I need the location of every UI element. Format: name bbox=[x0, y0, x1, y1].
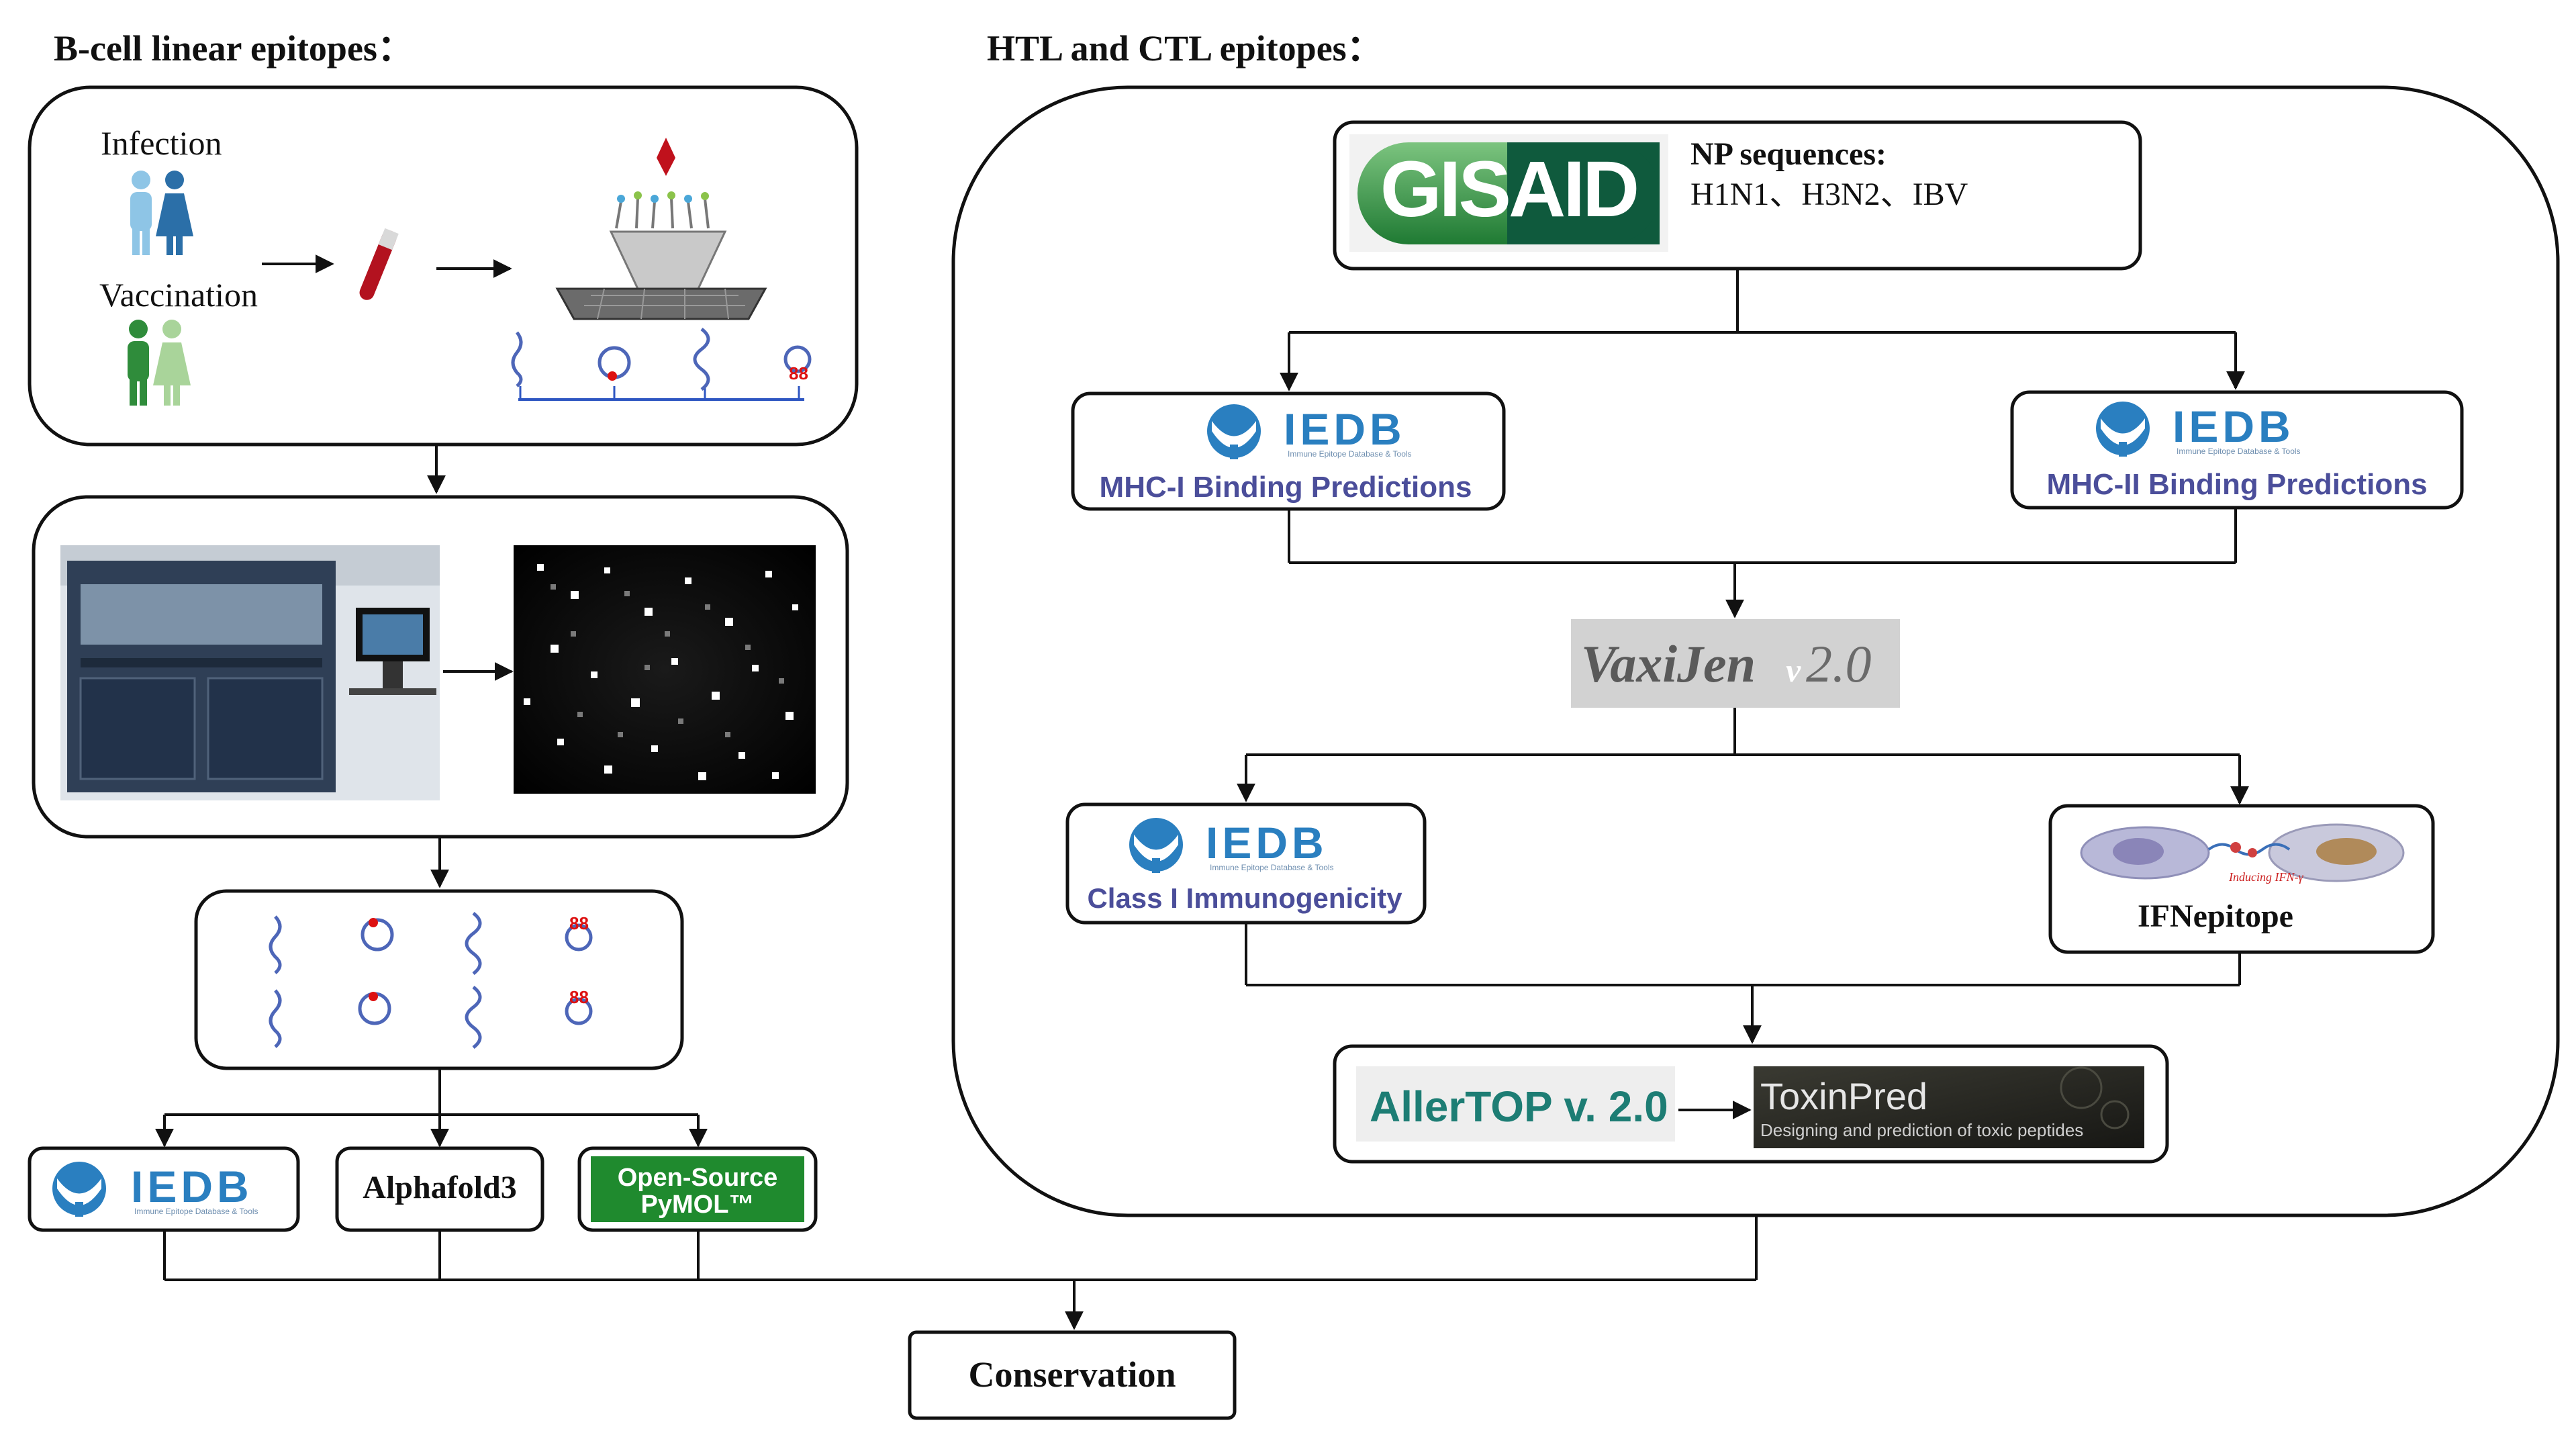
class1-ifn-merge-connectors bbox=[1245, 923, 2241, 986]
class1-label: Class I Immunogenicity bbox=[1087, 882, 1402, 914]
toxinpred-subtitle: Designing and prediction of toxic peptid… bbox=[1760, 1120, 2083, 1140]
blood-tube-icon bbox=[359, 228, 399, 300]
vaxijen-name: VaxiJen bbox=[1581, 635, 1756, 693]
iedb-mhc1-subtitle: Immune Epitope Database & Tools bbox=[1288, 449, 1412, 459]
ifnepitope-label: IFNepitope bbox=[2138, 898, 2293, 934]
mhc1-label: MHC-I Binding Predictions bbox=[1100, 471, 1472, 504]
vaxijen-fork-connectors bbox=[1246, 708, 2240, 756]
svg-text:88: 88 bbox=[789, 363, 808, 383]
infection-label: Infection bbox=[101, 124, 222, 162]
vaxijen-v: v bbox=[1786, 651, 1801, 689]
np-sequences-title: NP sequences: bbox=[1690, 136, 1887, 172]
htl-ctl-section-title: HTL and CTL epitopes： bbox=[987, 28, 1383, 68]
conservation-box bbox=[908, 1330, 1237, 1420]
gisaid-fork-connectors bbox=[1289, 269, 2236, 334]
np-strains: H1N1、H3N2、IBV bbox=[1690, 177, 1968, 212]
svg-text:GISAID: GISAID bbox=[1380, 145, 1637, 234]
conservation-merge-connectors bbox=[163, 1215, 1758, 1281]
svg-text:88: 88 bbox=[569, 913, 589, 933]
mhc-merge-connectors bbox=[1288, 508, 2237, 564]
mhc2-label: MHC-II Binding Predictions bbox=[2046, 468, 2427, 501]
peptide-structures-row-top: 88 bbox=[511, 328, 812, 401]
iedb-mhc2-logo-icon bbox=[2096, 402, 2150, 457]
iedb-class1-subtitle: Immune Epitope Database & Tools bbox=[1210, 863, 1334, 872]
allertop-label: AllerTOP v. 2.0 bbox=[1370, 1082, 1668, 1131]
pymol-logo bbox=[591, 1156, 804, 1222]
iedb-class1-logo-icon bbox=[1129, 818, 1183, 873]
alphafold3-label: Alphafold3 bbox=[363, 1170, 516, 1205]
microarray-icon bbox=[555, 138, 767, 320]
gisaid-logo: GISAID bbox=[1349, 134, 1668, 252]
ifnepitope-cells-icon bbox=[2080, 823, 2405, 882]
conservation-label: Conservation bbox=[969, 1354, 1176, 1395]
svg-text:88: 88 bbox=[569, 987, 589, 1007]
bcell-section-title: B-cell linear epitopes： bbox=[54, 28, 414, 68]
vaxijen-version: 2.0 bbox=[1806, 635, 1872, 693]
array-scan-image bbox=[514, 545, 816, 794]
vaxijen-logo bbox=[1571, 619, 1900, 708]
iedb-bcell-subtitle: Immune Epitope Database & Tools bbox=[134, 1207, 258, 1216]
iedb-mhc2-subtitle: Immune Epitope Database & Tools bbox=[2177, 447, 2301, 456]
tools-fork-connectors bbox=[164, 1068, 698, 1116]
iedb-mhc1-logo-icon bbox=[1207, 404, 1261, 459]
vaccinated-people-icon bbox=[128, 320, 191, 406]
iedb-mhc2-text: IEDB bbox=[2173, 402, 2295, 451]
toxinpred-logo bbox=[1754, 1066, 2144, 1148]
array-instrument-photo bbox=[60, 545, 440, 800]
pymol-line1: Open-Source bbox=[618, 1164, 778, 1192]
iedb-logo-icon bbox=[52, 1162, 106, 1217]
iedb-mhc1-text: IEDB bbox=[1284, 404, 1406, 454]
pymol-line2: PyMOL™ bbox=[641, 1191, 755, 1219]
sample-collection-box bbox=[28, 85, 859, 447]
peptide-highlights: 88 88 bbox=[369, 913, 589, 1007]
vaccination-label: Vaccination bbox=[99, 276, 258, 314]
iedb-class1-text: IEDB bbox=[1206, 818, 1328, 868]
allertop-logo bbox=[1356, 1066, 1675, 1142]
peptide-structures-grid bbox=[269, 912, 593, 1049]
peptide-structures-box bbox=[194, 889, 684, 1070]
ifn-inducing-label: Inducing IFN-γ bbox=[2228, 870, 2303, 884]
toxinpred-title: ToxinPred bbox=[1760, 1075, 1927, 1117]
infected-people-icon bbox=[130, 171, 193, 255]
iedb-bcell-text: IEDB bbox=[131, 1162, 253, 1211]
